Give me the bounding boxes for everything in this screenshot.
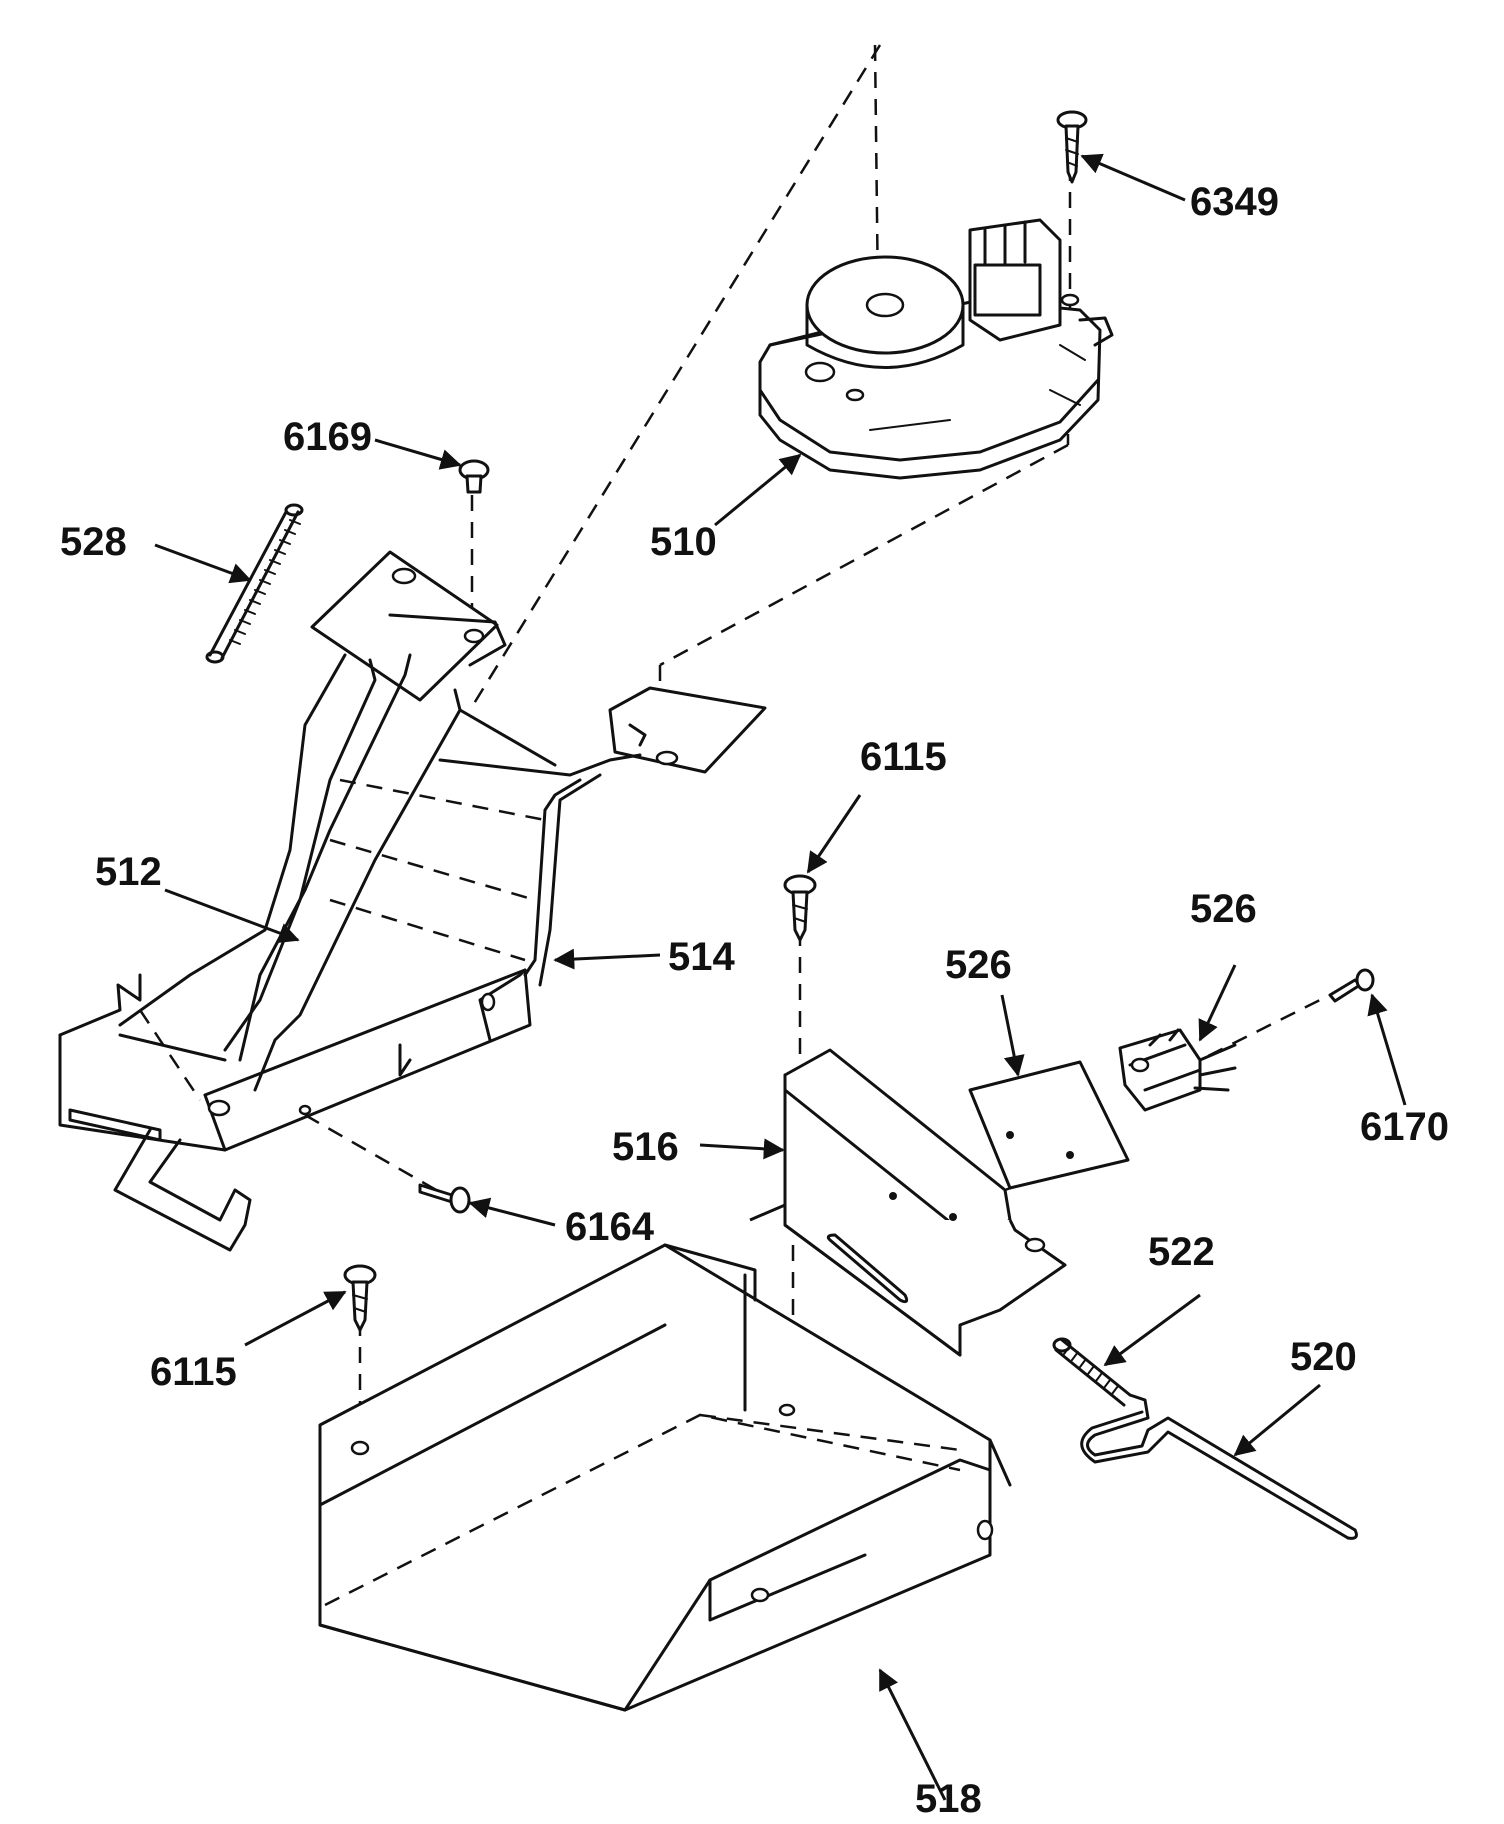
part-6115-lower-screw (343, 1264, 377, 1332)
label-6115-lower: 6115 (150, 1350, 237, 1394)
label-520: 520 (1290, 1335, 1357, 1379)
label-526-switch: 526 (1190, 887, 1257, 931)
part-528-spring (205, 503, 304, 664)
part-526-insulator (968, 1060, 1130, 1190)
part-516-mounting-plate (749, 1048, 1067, 1357)
part-6349-screw (1056, 110, 1088, 184)
part-520-rod (1080, 1393, 1358, 1540)
part-6164-screw (418, 1183, 471, 1214)
label-6164: 6164 (565, 1205, 655, 1249)
leader-lines (154, 153, 1407, 1801)
label-6349: 6349 (1190, 180, 1279, 224)
part-6115-upper-screw (783, 874, 817, 942)
part-510-timer-motor (758, 218, 1114, 480)
label-516: 516 (612, 1125, 679, 1169)
label-512: 512 (95, 850, 162, 894)
part-526-micro-switch (1118, 1028, 1237, 1112)
label-526-insulator: 526 (945, 943, 1012, 987)
part-6169-screw (458, 459, 490, 494)
label-528: 528 (60, 520, 127, 564)
label-522: 522 (1148, 1230, 1215, 1274)
part-518-tray (318, 1243, 1012, 1712)
part-512-514-chute-bracket (58, 550, 767, 1252)
label-518: 518 (915, 1777, 982, 1821)
label-514: 514 (668, 935, 735, 979)
part-522-spring (1052, 1337, 1132, 1407)
part-6170-screw (1328, 968, 1375, 1003)
label-510: 510 (650, 520, 717, 564)
label-6169: 6169 (283, 415, 372, 459)
label-6170: 6170 (1360, 1105, 1449, 1149)
part-labels: 6349 510 6169 528 512 514 6115 526 526 6… (60, 180, 1449, 1821)
label-6115-upper: 6115 (860, 735, 947, 779)
